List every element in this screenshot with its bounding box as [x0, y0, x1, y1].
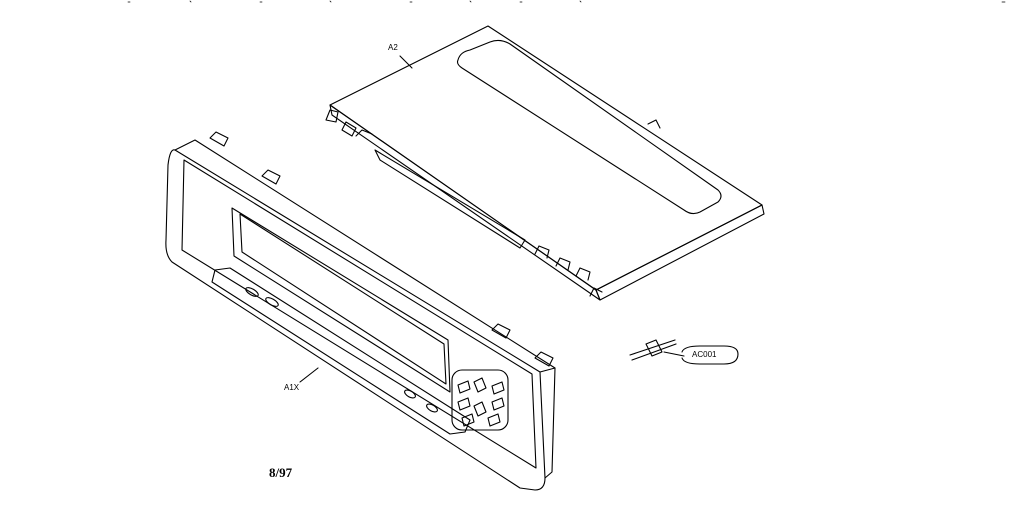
connector-wire: [629, 339, 676, 356]
connector-label-bubble: [681, 345, 739, 365]
keypad-left-arrow-button[interactable]: [457, 380, 471, 394]
front-panel-front-face: [165, 149, 546, 491]
label-front-panel: A1X: [284, 383, 300, 392]
label-connector: AC001: [692, 350, 717, 359]
edge-specks: [127, 0, 1006, 3]
keypad-housing: [451, 369, 509, 431]
top-tab-2: [261, 169, 281, 185]
button-4[interactable]: [425, 402, 438, 413]
keypad-right-arrow-button[interactable]: [491, 381, 505, 395]
connector-body: [645, 339, 663, 357]
button-2[interactable]: [264, 296, 279, 308]
keypad-bottom-left-button[interactable]: [461, 413, 475, 427]
top-cover-right-face: [595, 204, 765, 301]
connector-part: [629, 339, 739, 365]
keypad-down-arrow-button[interactable]: [473, 401, 487, 417]
top-cover-recess: [456, 39, 722, 215]
button-1[interactable]: [244, 286, 259, 298]
connector-wire-2: [631, 343, 677, 361]
label-top-cover: A2: [388, 43, 398, 52]
top-tab-3: [491, 323, 511, 339]
control-strip: [211, 267, 471, 435]
keypad-up-arrow-button[interactable]: [473, 377, 487, 393]
leader-ac001: [663, 351, 685, 357]
nav-keypad: [451, 369, 509, 431]
leader-a2: [399, 55, 413, 69]
keypad-lower-right-button[interactable]: [491, 397, 505, 411]
display-window-inner: [239, 213, 447, 385]
keypad-bottom-right-button[interactable]: [487, 413, 501, 427]
leader-a1x: [299, 367, 319, 383]
front-panel-top-edge: [174, 139, 556, 373]
top-tab-1: [209, 131, 229, 147]
top-cover-part: [325, 25, 765, 301]
front-panel-part: [165, 131, 556, 491]
date-code: 8/97: [269, 465, 293, 480]
top-tab-4: [534, 351, 554, 367]
button-3[interactable]: [403, 388, 416, 399]
top-cover-ridge: [374, 149, 526, 249]
front-panel-inner-border: [181, 159, 537, 469]
top-cover-front-face: [329, 104, 601, 301]
keypad-lower-left-button[interactable]: [457, 397, 471, 411]
display-window: [231, 207, 451, 393]
top-cover-clips: [325, 109, 661, 297]
front-panel-side: [544, 367, 556, 479]
